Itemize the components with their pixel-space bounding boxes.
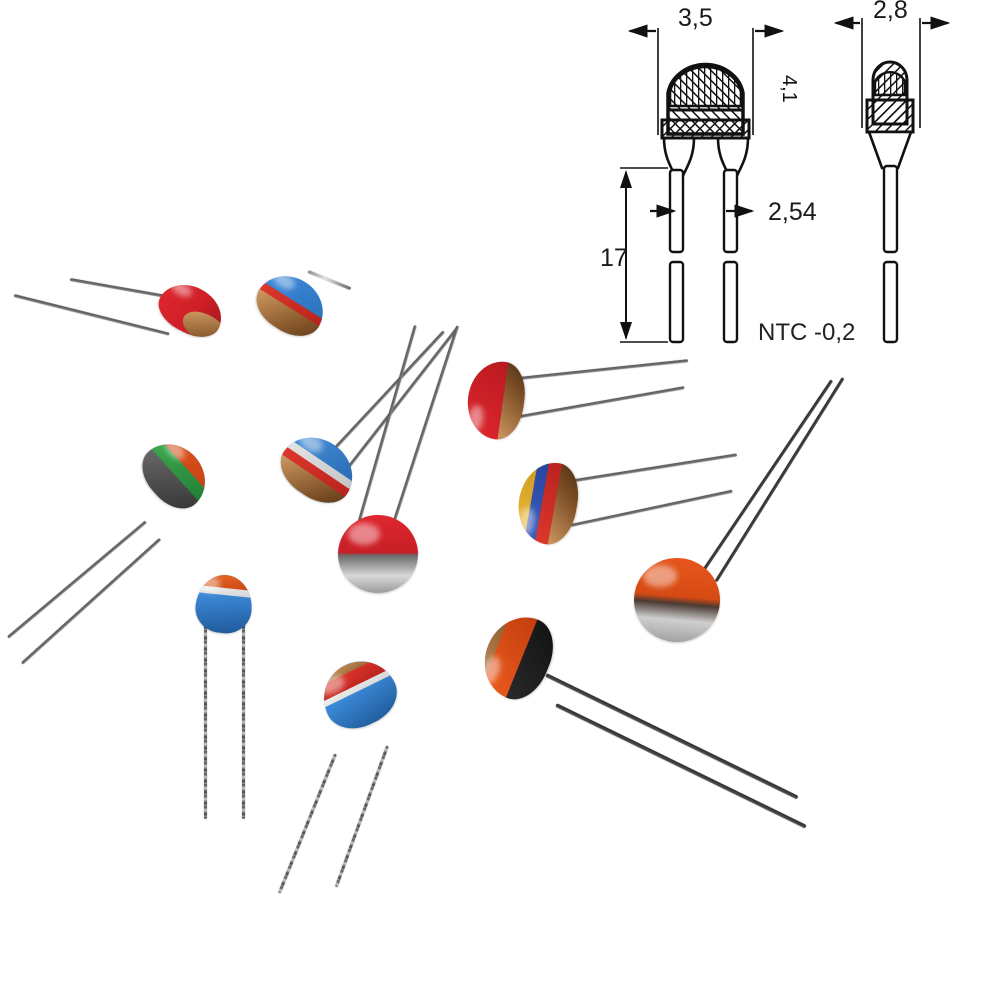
- thermistor-orange-blue-lower-left: [180, 572, 310, 835]
- thermistor-bead: [311, 649, 407, 739]
- thermistor-bead: [338, 515, 418, 593]
- bead-base-side: [865, 98, 915, 134]
- dimension-label-width-side: 2,8: [873, 0, 908, 24]
- lead-segment: [722, 260, 739, 344]
- dimension-drawing-svg: 3,5 2,54 17: [600, 0, 951, 346]
- bead-color-band: [193, 591, 255, 636]
- lead-taper-side: [867, 130, 913, 170]
- component-lead: [555, 703, 807, 829]
- component-lead: [714, 377, 845, 583]
- bead-highlight: [642, 564, 677, 587]
- component-lead: [334, 745, 389, 888]
- component-lead: [13, 294, 170, 336]
- bead-color-band: [495, 357, 530, 443]
- thermistor-bead: [634, 558, 720, 642]
- thermistor-orange-silver-ball: [600, 330, 870, 650]
- component-lead: [350, 324, 417, 547]
- thermistor-bead: [462, 357, 530, 443]
- bead-body-side-top: [873, 71, 907, 97]
- component-lead: [7, 520, 147, 639]
- component-lead: [690, 379, 834, 589]
- thermistor-orange-black-lower: [470, 606, 810, 829]
- thermistor-red-silver-ball: [330, 265, 490, 593]
- lead-segment: [668, 260, 685, 344]
- thermistor-bead: [193, 572, 255, 636]
- technical-dimension-drawing: 3,5 2,54 17: [590, 0, 1000, 360]
- component-lead: [242, 619, 245, 819]
- dimension-label-height-rotated: 4,1: [778, 75, 800, 103]
- component-lead: [20, 537, 162, 665]
- bead-color-band: [177, 305, 231, 346]
- dimension-label-lead-length: 17: [600, 244, 628, 272]
- thermistor-bead: [151, 274, 231, 346]
- bead-highlight: [347, 522, 380, 545]
- lead-segment: [882, 164, 899, 254]
- thermistor-bead: [512, 457, 584, 549]
- part-number-label: NTC -0,2: [758, 319, 855, 346]
- dimension-label-width-front: 3,5: [678, 4, 713, 32]
- thermistor-bead: [131, 430, 219, 520]
- bead-highlight: [466, 404, 485, 433]
- component-lead: [384, 325, 460, 547]
- thermistor-red-blue-bottom: [277, 649, 460, 894]
- thermistor-red-upper-left: [10, 270, 231, 350]
- component-lead: [545, 673, 799, 800]
- bead-base-hatch: [660, 118, 751, 140]
- bead-highlight: [169, 278, 195, 300]
- lead-segment: [882, 260, 899, 344]
- component-lead: [204, 619, 207, 819]
- dimension-label-lead-pitch: 2,54: [768, 198, 817, 226]
- thermistor-bead: [472, 606, 564, 708]
- bead-body-top-hatch: [668, 65, 743, 108]
